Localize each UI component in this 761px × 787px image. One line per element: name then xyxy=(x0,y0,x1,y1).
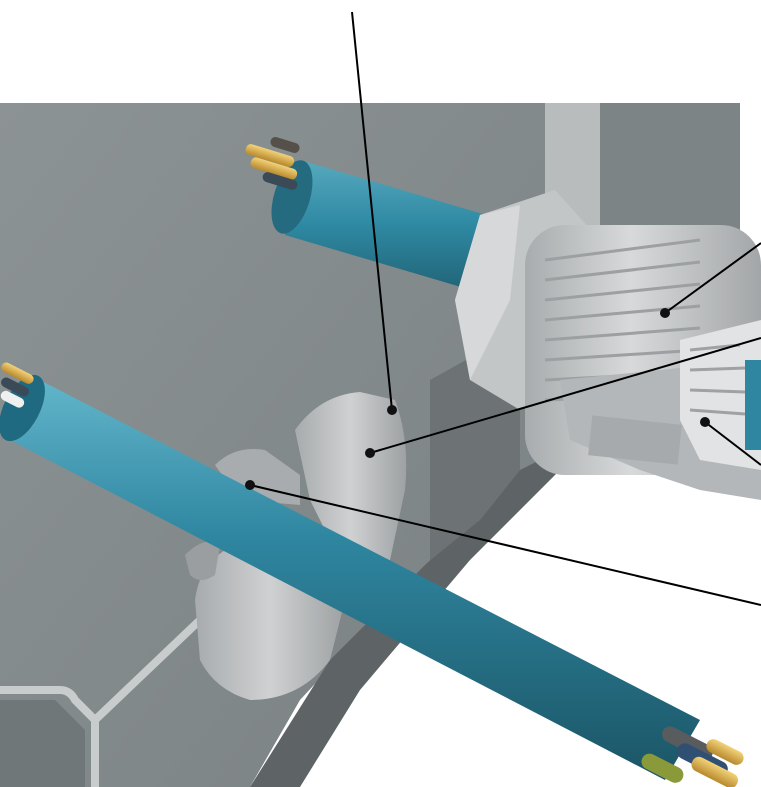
enclosure-floor xyxy=(0,103,545,787)
leader-line-collar xyxy=(249,484,761,606)
copper-conductors-front-right xyxy=(641,726,744,787)
gland-seal-insert xyxy=(680,320,761,470)
leader-dot-gland-body xyxy=(660,308,670,318)
grommet-clip xyxy=(185,541,220,580)
gland-hex-nut-shade xyxy=(455,205,520,380)
copper-conductors-back xyxy=(245,137,300,190)
leader-line-grommet xyxy=(369,337,761,454)
cable-back-sheath xyxy=(285,160,520,300)
leader-line-gland-seal xyxy=(704,421,761,466)
leader-dot-collar xyxy=(245,480,255,490)
gland-label-plate xyxy=(588,415,682,465)
cable-front-sheath xyxy=(10,375,700,780)
leader-dot-gland-seal xyxy=(700,417,710,427)
enclosure-back-wall xyxy=(555,103,740,230)
leader-dot-top xyxy=(387,405,397,415)
cable-in-gland xyxy=(745,360,761,450)
cable-back xyxy=(245,137,520,300)
enclosure-recess xyxy=(0,700,85,787)
leader-lines xyxy=(245,11,761,606)
leader-dot-grommet xyxy=(365,448,375,458)
cable-gland xyxy=(455,190,761,500)
cable-front-end-left xyxy=(0,374,45,442)
grommet-upper-flap xyxy=(295,392,407,563)
gland-seal-fingers xyxy=(689,343,746,416)
leader-line-top xyxy=(351,11,393,411)
copper-conductors-front-left xyxy=(0,362,34,408)
leader-line-gland-body xyxy=(664,242,761,314)
cable-front xyxy=(0,362,744,787)
enclosure-recess-outline xyxy=(0,606,222,726)
